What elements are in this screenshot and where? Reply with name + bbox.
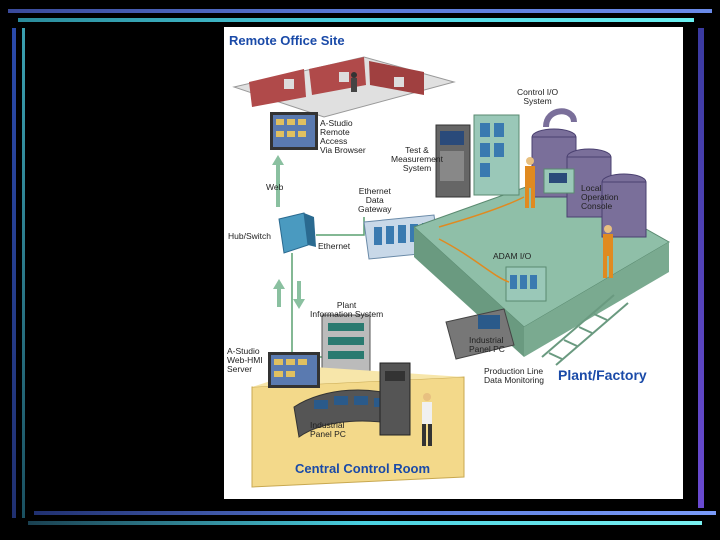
label-test-measurement: Test & Measurement System bbox=[391, 145, 443, 173]
remote-office-illustration bbox=[232, 56, 456, 118]
title-central-control: Central Control Room bbox=[295, 461, 431, 476]
operator-worker bbox=[525, 157, 613, 278]
label-industrial-panel-pc-room: Industrial Panel PC bbox=[310, 420, 346, 439]
label-control-io: Control I/O System bbox=[517, 87, 559, 106]
diagram-illustration bbox=[232, 56, 671, 488]
label-plant-information: Plant Information System bbox=[310, 300, 384, 319]
label-web: Web bbox=[266, 182, 284, 192]
plant-information-rack bbox=[321, 314, 371, 374]
title-plant-factory: Plant/Factory bbox=[558, 367, 647, 383]
hub-switch-device bbox=[278, 212, 316, 254]
stairs bbox=[541, 294, 629, 366]
label-production-line: Production Line Data Monitoring bbox=[484, 366, 545, 385]
central-control-room-illustration bbox=[251, 362, 465, 488]
frame-top-bar-inner bbox=[18, 18, 694, 22]
label-local-operation: Local Operation Console bbox=[581, 183, 619, 211]
frame-top-bar-outer bbox=[8, 9, 712, 13]
frame-right-bar bbox=[698, 28, 704, 508]
network-diagram: Remote Office Site Plant/Factory Central… bbox=[224, 27, 683, 499]
label-a-studio-remote: A-Studio Remote Access Via Browser bbox=[320, 118, 366, 155]
label-ethernet: Ethernet bbox=[318, 241, 351, 251]
label-hub-switch: Hub/Switch bbox=[228, 231, 271, 241]
title-remote-office: Remote Office Site bbox=[229, 33, 345, 48]
label-industrial-panel-pc-plant: Industrial Panel PC bbox=[469, 335, 505, 354]
frame-bottom-bar-inner bbox=[28, 521, 702, 525]
control-io-cabinet bbox=[473, 114, 520, 196]
frame-bottom-bar-outer bbox=[34, 511, 716, 515]
label-adam-io: ADAM I/O bbox=[493, 251, 532, 261]
frame-left-bar bbox=[12, 28, 16, 518]
label-ethernet-gateway: Ethernet Data Gateway bbox=[358, 186, 392, 214]
adam-io-module bbox=[505, 266, 547, 302]
label-a-studio-webhmi: A-Studio Web-HMI Server bbox=[227, 346, 263, 374]
plant-panel-pc bbox=[445, 308, 515, 360]
test-measurement-cabinet bbox=[435, 124, 471, 198]
frame-left-bar-inner bbox=[22, 28, 25, 518]
